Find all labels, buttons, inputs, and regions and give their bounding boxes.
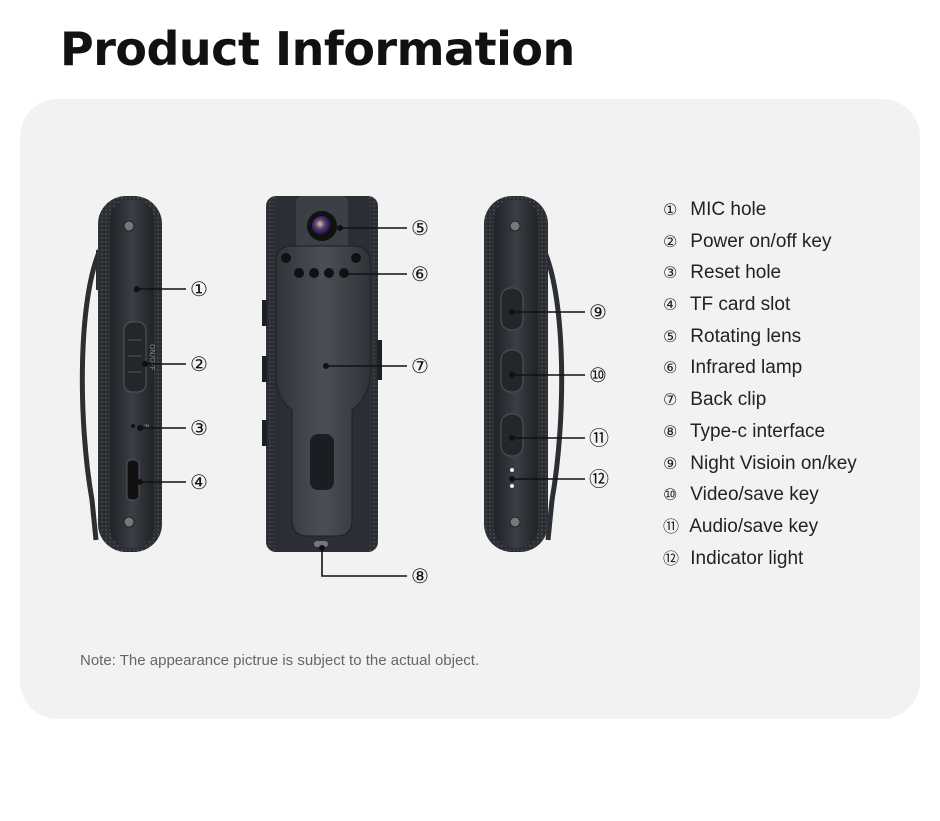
callout-1: ① [190,277,208,301]
clip-wire [79,248,103,541]
ir-lamp [309,268,319,278]
power-switch [123,321,147,393]
callout-6: ⑥ [411,262,429,286]
legend-list: ① MIC hole ② Power on/off key ③ Reset ho… [663,197,857,577]
legend-item: ⑧ Type-c interface [663,420,826,442]
indicator-light [510,484,514,488]
legend-item: ⑪ Audio/save key [663,515,819,537]
callout-5: ⑤ [411,216,429,240]
screw-icon [123,516,135,528]
callout-12: ⑫ [589,467,609,491]
screw-icon [123,220,135,232]
disclaimer-note: Note: The appearance pictrue is subject … [80,652,480,669]
right-side-view [484,196,565,552]
type-c-port [314,541,328,547]
legend-item: ① MIC hole [663,199,767,220]
callout-11: ⑪ [589,426,609,450]
legend-item: ④ TF card slot [663,294,791,316]
legend-item: ⑥ Infrared lamp [663,357,803,379]
ir-lamp [281,253,291,263]
legend-item: ⑩ Video/save key [663,484,819,506]
page-title: Product Information [60,22,575,76]
tf-card-slot [126,459,140,501]
ir-lamp [351,253,361,263]
callout-4: ④ [190,470,208,494]
callout-3: ③ [190,416,208,440]
callout-2: ② [190,352,208,376]
legend-item: ⑨ Night Visioin on/key [663,452,857,474]
callout-lines [134,225,585,577]
back-clip [275,245,371,537]
screw-icon [509,516,521,528]
left-side-view: ON/OFF R [79,196,162,552]
callout-9: ⑨ [589,300,607,324]
ir-lamp [324,268,334,278]
legend-item: ⑫ Indicator light [663,547,804,569]
indicator-light [510,468,514,472]
legend-item: ⑤ Rotating lens [663,325,802,347]
video-button [500,349,524,393]
product-panel [20,99,920,719]
switch-text: ON/OFF [148,344,156,371]
callout-numbers: ① ② ③ ④ ⑤ ⑥ ⑦ ⑧ ⑨ ⑩ ⑪ ⑫ [190,216,609,588]
ir-lamp [294,268,304,278]
callout-7: ⑦ [411,354,429,378]
reset-text: R [142,424,150,429]
screw-icon [509,220,521,232]
legend-item: ③ Reset hole [663,262,782,284]
clip-wire [541,248,565,541]
front-view [262,196,382,552]
reset-hole [131,424,135,428]
callout-8: ⑧ [411,564,429,588]
legend-item: ② Power on/off key [663,230,832,252]
legend-item: ⑦ Back clip [663,389,767,411]
callout-10: ⑩ [589,363,607,387]
